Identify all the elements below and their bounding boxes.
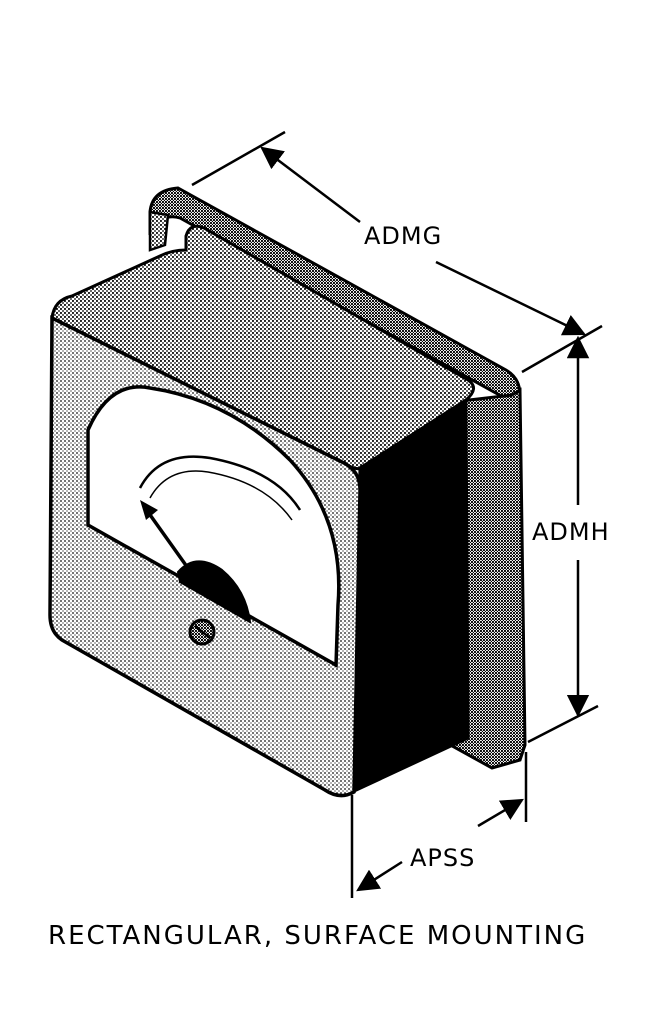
flange-left-lip xyxy=(148,210,170,252)
meter-body xyxy=(48,186,527,798)
admg-ext-left xyxy=(191,130,286,187)
apss-label: APSS xyxy=(410,844,475,872)
admg-line-b xyxy=(435,260,587,336)
admg-label: ADMG xyxy=(364,222,442,250)
apss-line-b xyxy=(477,798,524,828)
admg-line-a xyxy=(260,146,361,223)
dimension-lines xyxy=(191,130,603,898)
admg-ext-right xyxy=(521,324,603,374)
pivot-hub xyxy=(176,560,252,624)
dial-window xyxy=(86,385,341,668)
admh-label: ADMH xyxy=(532,518,610,546)
pointer-tip xyxy=(140,500,158,520)
apss-line-a xyxy=(356,860,403,892)
scale-arc-outer xyxy=(138,455,302,511)
figure-caption: RECTANGULAR, SURFACE MOUNTING xyxy=(48,921,587,951)
scale-arc-inner xyxy=(149,470,293,521)
admh-ext-bottom xyxy=(527,704,599,744)
